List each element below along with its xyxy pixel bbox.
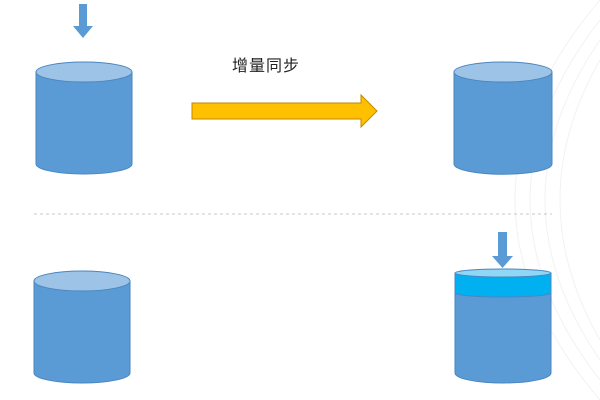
target-database-cylinder-bottom xyxy=(454,268,552,384)
sync-label: 增量同步 xyxy=(232,56,301,75)
source-database-cylinder-top xyxy=(35,61,133,175)
source-database-cylinder-bottom xyxy=(33,270,131,384)
down-arrow-icon-top-left xyxy=(73,4,93,38)
down-arrow-icon-bottom-right xyxy=(492,232,513,268)
incremental-sync-arrow xyxy=(191,93,378,129)
incremental-data-band xyxy=(454,272,552,298)
target-database-cylinder-top xyxy=(453,61,553,175)
background-arcs xyxy=(514,0,600,400)
